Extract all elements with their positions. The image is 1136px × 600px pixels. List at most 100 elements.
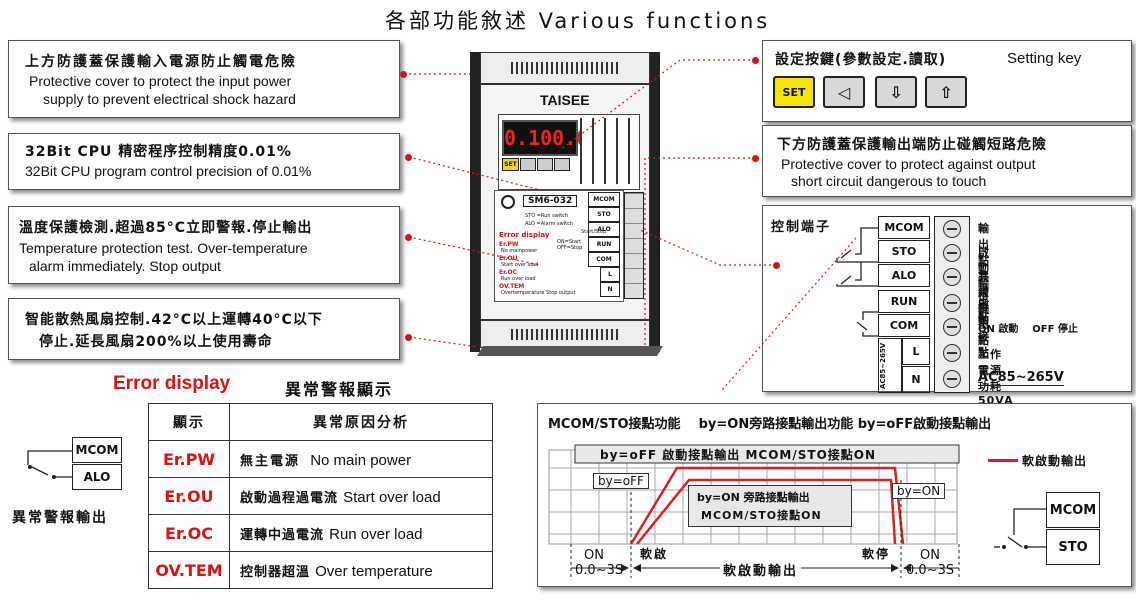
terminal-screw [943, 344, 961, 362]
down-key-button[interactable]: ⇩ [875, 76, 917, 108]
table-row: OV.TEM 控制器超溫 Over temperature [148, 551, 493, 589]
device-side-bar [650, 52, 660, 352]
terminal-label-n: N [902, 366, 930, 393]
device-terminal-alo: ALO [588, 222, 620, 237]
up-key-button[interactable]: ⇧ [925, 76, 967, 108]
callout-fan: 智能散熱風扇控制.42°C以上運轉40°C以下 停止.延長風扇200%以上使用壽… [8, 298, 400, 360]
callout-cpu-en: 32Bit CPU program control precision of 0… [25, 163, 312, 179]
device-display: 0.100.0 [502, 120, 588, 156]
device-left-key[interactable] [520, 158, 536, 171]
alarm-output-label: 異常警報輸出 [12, 510, 108, 526]
error-code: Er.OC [148, 514, 230, 552]
terminal-label-com: COM [878, 314, 930, 337]
device-note: STO =Run switch [525, 213, 569, 219]
error-reason: 無主電源 No main power [229, 440, 493, 478]
callout-temp-zh: 溫度保護檢測.超過85°C立即警報.停止輸出 [19, 220, 313, 236]
error-reason-zh: 無主電源 [240, 453, 301, 469]
timing-arrowhead [891, 564, 899, 572]
control-terminals-panel: 控制端子 MCOM STO ALO RUN COM L N AC85~265V … [762, 205, 1132, 407]
callout-temperature: 溫度保護檢測.超過85°C立即警報.停止輸出 Temperature prote… [8, 206, 400, 284]
setting-key-zh: 設定按鍵(參數設定.讀取) [775, 52, 947, 68]
device-terminal-com: COM [588, 252, 620, 267]
left-key-button[interactable]: ◁ [823, 76, 865, 108]
pointer-dot [405, 234, 412, 241]
device-note: ALO =Alarm switch [525, 221, 574, 227]
callout-setting-key: 設定按鍵(參數設定.讀取) Setting key SET ◁ ⇩ ⇧ [762, 40, 1132, 122]
device-err-line: No mainpower [501, 248, 538, 254]
terminal-screw [943, 370, 961, 388]
error-header-code: 顯示 [148, 403, 230, 441]
device-note: OFF=Stop [557, 245, 583, 251]
bottom-cover-zh: 下方防護蓋保護輸出端防止碰觸短路危險 [777, 137, 1047, 153]
error-reason: 運轉中過電流 Run over load [229, 514, 493, 552]
terminal-screw [943, 220, 961, 238]
device-terminal-strip: MCOM STO ALO RUN COM L N [588, 192, 646, 299]
callout-temp-en1: Temperature protection test. Over-temper… [19, 240, 308, 256]
bottom-cover-en1: Protective cover to protect against outp… [781, 156, 1036, 172]
callout-fan-zh2: 停止.延長風扇200%以上使用壽命 [39, 334, 273, 350]
timing-title: MCOM/STO接點功能 by=ON旁路接點輸出功能 by=oFF啟動接點輸出 [548, 417, 992, 432]
device-err-line: OV.TEM [499, 283, 525, 290]
terminal-screw [943, 294, 961, 312]
timing-arrowhead [633, 564, 641, 572]
setting-key-en: Setting key [1007, 50, 1082, 67]
error-reason: 控制器超溫 Over temperature [229, 551, 493, 589]
device-err-title: Error display [499, 231, 550, 239]
error-display-title-zh: 異常警報顯示 [285, 380, 394, 399]
terminal-desc-n: AC85~265V [978, 370, 1064, 386]
timing-terminal-sto: STO [1046, 529, 1100, 565]
device-terminal-sto: STO [588, 207, 620, 222]
error-table-header: 顯示 異常原因分析 [148, 403, 493, 441]
device-set-key[interactable]: SET [502, 158, 519, 171]
terminal-contact-wiring [836, 227, 878, 337]
error-reason-en: Over temperature [315, 562, 433, 580]
terminal-desc-mcom: 輸出點共線 [978, 222, 990, 299]
table-row: Er.OU 啟動過程過電流 Start over load [148, 477, 493, 515]
device-dip-switches [580, 118, 634, 184]
device-up-key[interactable] [554, 158, 570, 171]
device-terminal-l: L [600, 267, 620, 282]
error-code: Er.PW [148, 440, 230, 478]
timing-contact-wiring [994, 508, 1046, 549]
device-side-bar [470, 52, 480, 352]
terminal-screw [943, 268, 961, 286]
callout-top-cover: 上方防護蓋保護輸入電源防止觸電危險 Protective cover to pr… [8, 40, 400, 118]
timing-byoff-label: by=oFF [593, 473, 649, 489]
device-err-line: Er.OC [499, 269, 517, 276]
timing-arrowhead [903, 564, 911, 572]
device-terminal-mcom: MCOM [588, 192, 620, 207]
terminal-screw [943, 244, 961, 262]
terminal-desc-sto: 啟動輸出點 [978, 246, 990, 323]
error-table: 顯示 異常原因分析 Er.PW 無主電源 No main power Er.OU… [148, 403, 493, 589]
pointer-dot [400, 71, 407, 78]
table-row: Er.OC 運轉中過電流 Run over load [148, 514, 493, 552]
bottom-cover-en2: short circuit dangerous to touch [791, 173, 987, 189]
device-terminal-n: N [600, 282, 620, 297]
timing-time-right: 0.0~3S [906, 563, 955, 578]
device-note: Start/Stop [581, 229, 607, 235]
terminal-label-l: L [902, 338, 930, 365]
device-label-panel: SM6-032 STO =Run switch ALO =Alarm switc… [494, 190, 624, 302]
error-reason-en: Start over load [343, 488, 441, 506]
terminal-desc-run: 啟動接點 [978, 298, 990, 359]
timing-arrowhead [621, 564, 629, 572]
callout-top-cover-en1: Protective cover to protect the input po… [29, 73, 292, 89]
timing-top-bar-label: by=oFF 啟動接點輸出 MCOM/STO接點ON [600, 448, 877, 462]
terminal-desc-com: ON 啟動 OFF 停止 [978, 324, 1078, 335]
error-reason-zh: 啟動過程過電流 [240, 490, 339, 506]
callout-cpu: 32Bit CPU 精密程序控制精度0.01% 32Bit CPU progra… [8, 133, 400, 190]
top-cover-vents [511, 62, 621, 74]
timing-mid-box: by=ON 旁路接點輸出 MCOM/STO接點ON [688, 485, 852, 527]
timing-mid-label-2: MCOM/STO接點ON [701, 509, 822, 522]
device-err-line: Er.PW [499, 241, 519, 248]
device-brand: TAISEE [540, 92, 590, 108]
set-key-button[interactable]: SET [773, 76, 815, 108]
table-row: Er.PW 無主電源 No main power [148, 440, 493, 478]
timing-on-left: ON [584, 548, 604, 563]
error-reason-en: Run over load [329, 525, 423, 543]
device-down-key[interactable] [537, 158, 553, 171]
device-err-line: Start over load [501, 262, 539, 268]
terminal-screw [943, 318, 961, 336]
error-reason-zh: 控制器超溫 [240, 564, 311, 580]
